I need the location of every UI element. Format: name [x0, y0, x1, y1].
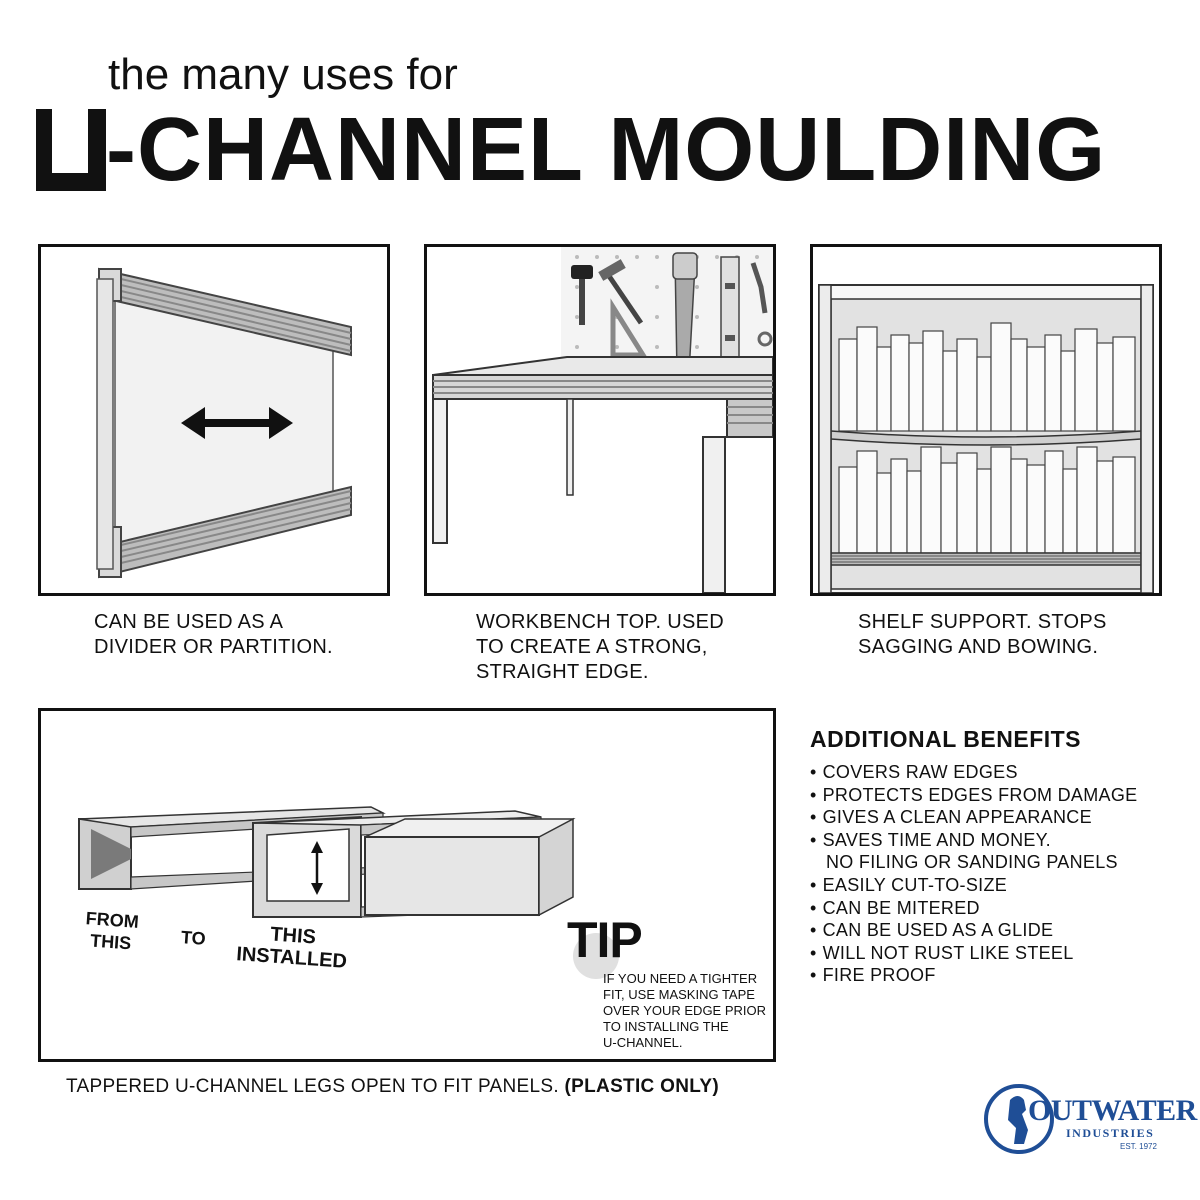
- label-line: THIS: [89, 930, 132, 954]
- logo-name: OUTWATER: [1028, 1094, 1197, 1127]
- label-from-this: FROM THIS: [84, 907, 140, 955]
- caption-line: TO CREATE A STRONG,: [476, 636, 708, 658]
- tip-callout: TIP IF YOU NEED A TIGHTER FIT, USE MASKI…: [567, 912, 766, 1050]
- bookshelf-illustration: [818, 284, 1154, 594]
- panel-board-drawing: [364, 817, 576, 917]
- tip-line: TO INSTALLING THE: [603, 1019, 729, 1034]
- benefit-item: PROTECTS EDGES FROM DAMAGE: [810, 784, 1170, 807]
- u-channel-diagram: [78, 806, 576, 918]
- hammer-icon: [598, 259, 644, 325]
- logo-emblem-icon: [984, 1084, 1054, 1154]
- tip-line: U-CHANNEL.: [603, 1035, 683, 1050]
- label-to: TO: [180, 927, 207, 949]
- caption-line: SHELF SUPPORT. STOPS: [858, 611, 1107, 633]
- benefit-item: GIVES A CLEAN APPEARANCE: [810, 806, 1170, 829]
- tip-badge-circle: [573, 933, 619, 979]
- caption-line: SAGGING AND BOWING.: [858, 636, 1099, 658]
- benefits-section: ADDITIONAL BENEFITS COVERS RAW EDGES PRO…: [810, 726, 1170, 987]
- tip-line: IF YOU NEED A TIGHTER: [603, 971, 758, 986]
- u-channel-glyph-icon: [36, 109, 106, 191]
- wrench-icon: [750, 262, 773, 347]
- set-square-icon: [610, 298, 648, 358]
- caption-diagram: TAPPERED U-CHANNEL LEGS OPEN TO FIT PANE…: [66, 1074, 719, 1099]
- logo-est: EST. 1972: [1120, 1142, 1157, 1151]
- benefits-title: ADDITIONAL BENEFITS: [810, 726, 1082, 752]
- caption-diagram-bold: (PLASTIC ONLY): [564, 1076, 719, 1097]
- caption-line: STRAIGHT EDGE.: [476, 661, 649, 683]
- divider-illustration: [96, 267, 352, 579]
- u-channel-diagram-panel: FROM THIS TO THIS INSTALLED TIP IF YOU N…: [38, 708, 776, 1062]
- caption-diagram-main: TAPPERED U-CHANNEL LEGS OPEN TO FIT PANE…: [66, 1076, 559, 1097]
- caption-shelf: SHELF SUPPORT. STOPS SAGGING AND BOWING.: [858, 610, 1107, 660]
- page-title-text: -CHANNEL MOULDING: [106, 100, 1107, 200]
- saw-icon: [672, 252, 698, 374]
- bookshelf-illustration-panel: [810, 244, 1162, 596]
- benefit-item: CAN BE USED AS A GLIDE: [810, 919, 1170, 942]
- benefit-item: COVERS RAW EDGES: [810, 761, 1170, 784]
- level-icon: [720, 256, 740, 362]
- workbench-illustration: [432, 247, 774, 594]
- benefit-item: SAVES TIME AND MONEY.: [810, 829, 1170, 852]
- label-this-installed: THIS INSTALLED: [236, 921, 350, 972]
- benefit-item: CAN BE MITERED: [810, 897, 1170, 920]
- benefits-list: COVERS RAW EDGES PROTECTS EDGES FROM DAM…: [810, 761, 1170, 987]
- caption-line: WORKBENCH TOP. USED: [476, 611, 724, 633]
- logo-sub: INDUSTRIES: [1066, 1126, 1155, 1140]
- page-title: -CHANNEL MOULDING: [36, 105, 1106, 195]
- books-top-row: [838, 322, 1136, 432]
- page-subtitle: the many uses for: [108, 50, 458, 99]
- benefit-item: WILL NOT RUST LIKE STEEL: [810, 942, 1170, 965]
- workbench-illustration-panel: [424, 244, 776, 596]
- caption-line: CAN BE USED AS A: [94, 611, 284, 633]
- benefit-item: FIRE PROOF: [810, 964, 1170, 987]
- double-arrow-icon: [181, 407, 293, 439]
- outwater-logo: OUTWATER INDUSTRIES EST. 1972: [984, 1082, 1197, 1160]
- mallet-icon: [571, 265, 593, 325]
- caption-workbench: WORKBENCH TOP. USED TO CREATE A STRONG, …: [476, 610, 724, 685]
- tip-heading: TIP: [567, 912, 643, 968]
- tip-line: OVER YOUR EDGE PRIOR: [603, 1003, 767, 1018]
- tip-line: FIT, USE MASKING TAPE: [603, 987, 755, 1002]
- divider-illustration-panel: [38, 244, 390, 596]
- tip-text: IF YOU NEED A TIGHTER FIT, USE MASKING T…: [603, 971, 803, 1051]
- books-bottom-row: [838, 446, 1136, 554]
- caption-line: DIVIDER OR PARTITION.: [94, 636, 333, 658]
- caption-divider: CAN BE USED AS A DIVIDER OR PARTITION.: [94, 610, 333, 660]
- benefit-item-continued: NO FILING OR SANDING PANELS: [826, 852, 1118, 873]
- benefit-item: EASILY CUT-TO-SIZE: [810, 874, 1170, 897]
